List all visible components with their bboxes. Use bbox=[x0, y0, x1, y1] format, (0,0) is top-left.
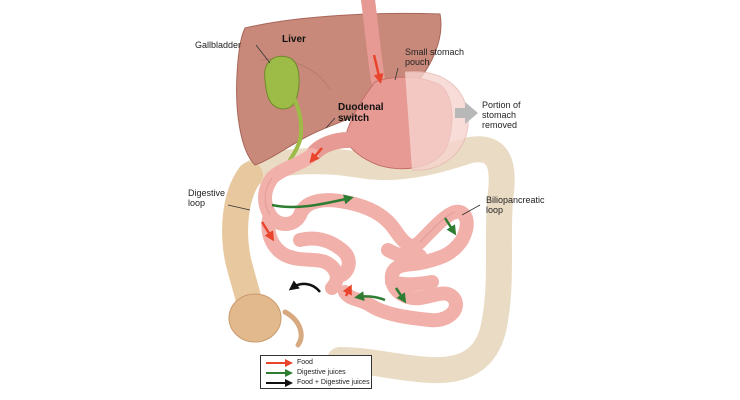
food-arrow-loop bbox=[260, 221, 275, 242]
juice-arrow-right bbox=[443, 217, 457, 236]
liver bbox=[236, 12, 442, 166]
combined-arrow-icon bbox=[266, 379, 293, 387]
combined-arrow bbox=[288, 280, 321, 293]
leader-lines bbox=[227, 44, 481, 216]
intestine-outline bbox=[264, 177, 456, 243]
legend-row-combined: Food + Digestive juices bbox=[265, 378, 371, 388]
juice-arrow-upper bbox=[271, 194, 354, 209]
label-duodenal-switch: Duodenal switch bbox=[338, 102, 384, 124]
food-arrow-esophagus bbox=[372, 54, 384, 84]
label-portion-removed: Portion of stomach removed bbox=[482, 100, 521, 130]
label-biliopancreatic-loop: Biliopancreatic loop bbox=[486, 195, 545, 215]
food-arrow-icon bbox=[266, 359, 293, 367]
legend-combined-label: Food + Digestive juices bbox=[297, 379, 370, 386]
food-arrow-lower bbox=[342, 284, 352, 297]
food-arrows bbox=[260, 54, 384, 297]
legend-food-label: Food bbox=[297, 359, 313, 366]
juice-arrow-icon bbox=[266, 369, 293, 377]
legend-juices-label: Digestive juices bbox=[297, 369, 346, 376]
label-small-stomach-pouch: Small stomach pouch bbox=[405, 47, 465, 67]
gallbladder bbox=[264, 55, 304, 162]
legend-row-juices: Digestive juices bbox=[265, 368, 371, 378]
legend: Food Digestive juices Food + Digestive j… bbox=[260, 355, 372, 389]
juice-arrow-bottom bbox=[394, 287, 407, 304]
label-liver: Liver bbox=[282, 34, 306, 45]
removed-portion-arrow bbox=[455, 102, 478, 124]
juice-arrows bbox=[271, 194, 457, 304]
food-arrow-duodenum bbox=[309, 147, 323, 164]
label-digestive-loop: Digestive loop bbox=[188, 188, 226, 208]
juice-arrow-lower-left bbox=[354, 291, 386, 302]
legend-row-food: Food bbox=[265, 358, 371, 368]
removed-stomach-portion bbox=[404, 71, 469, 171]
label-gallbladder: Gallbladder bbox=[195, 40, 242, 50]
colon bbox=[222, 136, 515, 384]
